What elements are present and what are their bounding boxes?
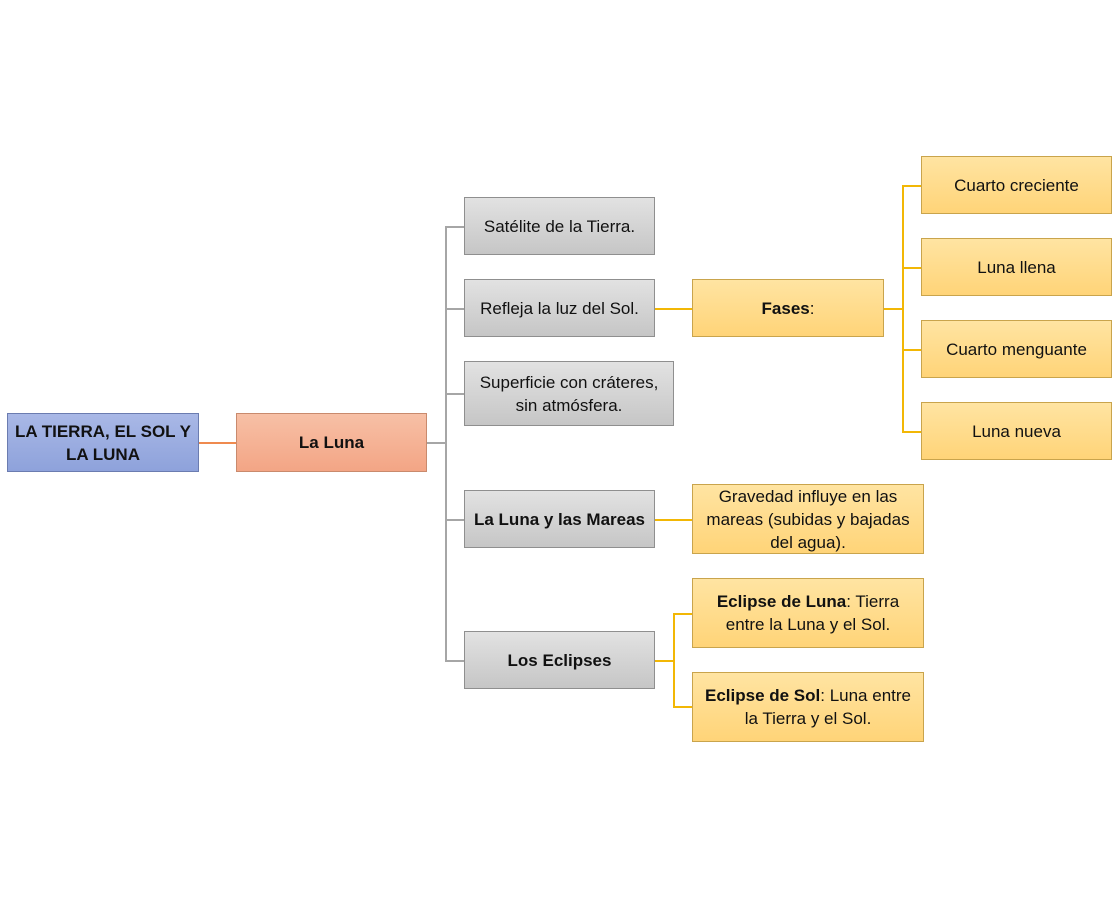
connector-moon-trunk <box>427 442 446 444</box>
connector-gray-vertical <box>445 226 447 661</box>
connector-to-satellite <box>445 226 464 228</box>
eclipse-moon-text: Eclipse de Luna: Tierra entre la Luna y … <box>699 590 917 636</box>
reflects-label: Refleja la luz del Sol. <box>480 298 639 318</box>
eclipse-sun-text: Eclipse de Sol: Luna entre la Tierra y e… <box>699 684 917 730</box>
phase-label-4: Luna nueva <box>972 421 1061 441</box>
eclipse-moon-desc: : Tierra entre la Luna y el Sol. <box>725 592 900 634</box>
phase-label-1: Cuarto creciente <box>954 175 1079 195</box>
surface-label: Superficie con cráteres, sin atmósfera. <box>479 372 659 415</box>
eclipse-sun-title: Eclipse de Sol <box>704 686 821 705</box>
connector-root-moon <box>198 442 236 444</box>
reflects-node: Refleja la luz del Sol. <box>464 279 655 337</box>
connector-to-phase-3 <box>902 349 921 351</box>
phase-node-4: Luna nueva <box>921 402 1112 460</box>
connector-phases-trunk <box>884 308 903 310</box>
eclipses-node: Los Eclipses <box>464 631 655 689</box>
phase-label-2: Luna llena <box>977 257 1056 277</box>
tides-label: La Luna y las Mareas <box>473 509 646 529</box>
surface-node: Superficie con cráteres, sin atmósfera. <box>464 361 674 426</box>
connector-eclipses-vertical <box>673 613 675 708</box>
eclipse-sun-node: Eclipse de Sol: Luna entre la Tierra y e… <box>692 672 924 742</box>
phases-label: Fases <box>761 298 810 318</box>
connector-reflects-phases <box>655 308 692 310</box>
connector-to-phase-4 <box>902 431 921 433</box>
connector-eclipses-trunk <box>655 660 674 662</box>
eclipses-label: Los Eclipses <box>507 650 612 670</box>
satellite-node: Satélite de la Tierra. <box>464 197 655 255</box>
root-node: LA TIERRA, EL SOL Y LA LUNA <box>7 413 199 472</box>
phases-node: Fases: <box>692 279 884 337</box>
phase-node-1: Cuarto creciente <box>921 156 1112 214</box>
connector-to-tides <box>445 519 464 521</box>
connector-to-eclipses <box>445 660 464 662</box>
root-label: LA TIERRA, EL SOL Y LA LUNA <box>14 421 191 464</box>
moon-node: La Luna <box>236 413 427 472</box>
connector-to-eclipse-moon <box>673 613 692 615</box>
moon-label: La Luna <box>298 433 365 452</box>
tides-detail-node: Gravedad influye en las mareas (subidas … <box>692 484 924 554</box>
tides-detail-label: Gravedad influye en las mareas (subidas … <box>706 486 910 552</box>
connector-tides-detail <box>655 519 692 521</box>
eclipse-sun-desc: : Luna entre la Tierra y el Sol. <box>744 686 911 728</box>
connector-to-phase-1 <box>902 185 921 187</box>
tides-node: La Luna y las Mareas <box>464 490 655 548</box>
phase-node-2: Luna llena <box>921 238 1112 296</box>
phases-text: Fases: <box>762 297 815 320</box>
connector-to-surface <box>445 393 464 395</box>
connector-to-reflects <box>445 308 464 310</box>
phase-node-3: Cuarto menguante <box>921 320 1112 378</box>
connector-to-eclipse-sun <box>673 706 692 708</box>
phases-suffix: : <box>809 298 815 318</box>
connector-phases-vertical <box>902 185 904 433</box>
satellite-label: Satélite de la Tierra. <box>483 216 636 236</box>
eclipse-moon-title: Eclipse de Luna <box>716 592 847 611</box>
eclipse-moon-node: Eclipse de Luna: Tierra entre la Luna y … <box>692 578 924 648</box>
connector-to-phase-2 <box>902 267 921 269</box>
phase-label-3: Cuarto menguante <box>946 339 1087 359</box>
